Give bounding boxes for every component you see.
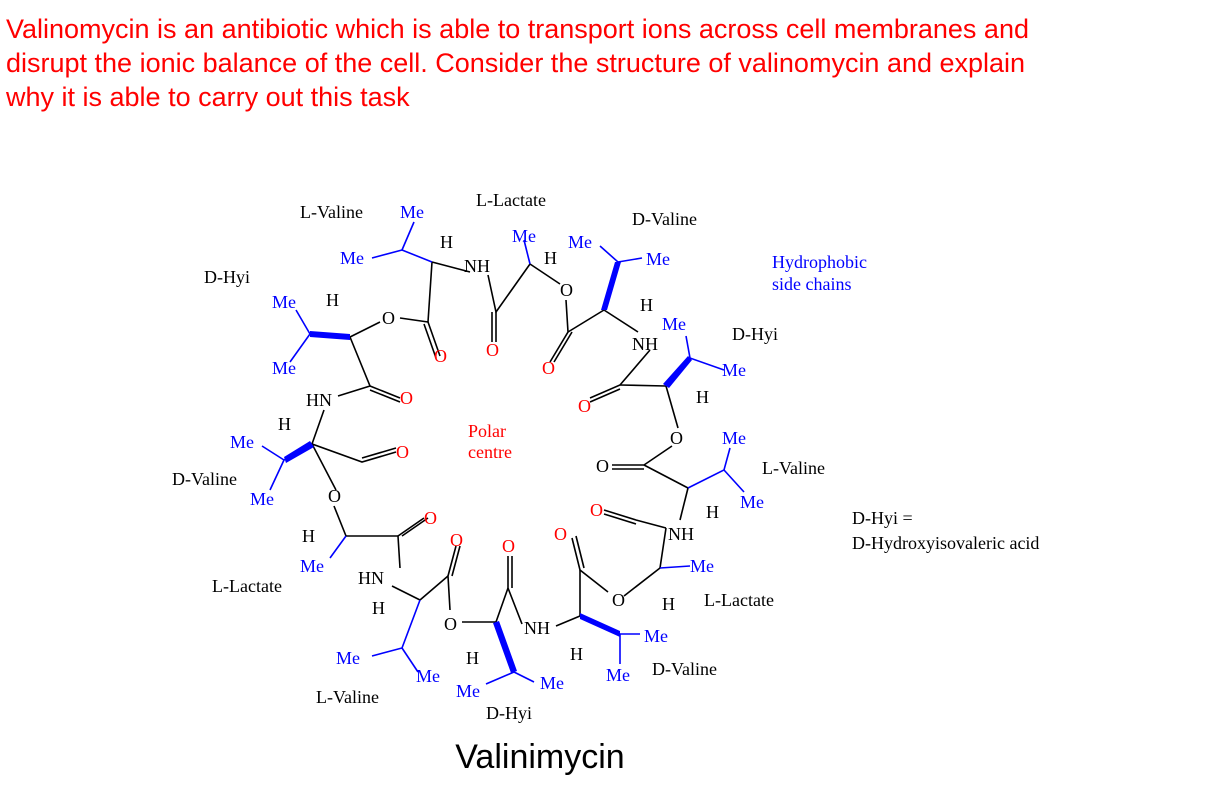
nh-label: NH: [464, 256, 490, 276]
carbonyl-oxygen-label: O: [502, 536, 515, 556]
question-line-2: disrupt the ionic balance of the cell. C…: [6, 48, 1026, 78]
hydrogen-labels: H H H H H H H H H H H H: [278, 232, 719, 668]
question-text: Valinomycin is an antibiotic which is ab…: [6, 12, 1222, 114]
hydrogen-label: H: [706, 502, 719, 522]
nh-label: NH: [524, 618, 550, 638]
carbonyl-oxygen-label: O: [590, 500, 603, 520]
backbone-bonds: [310, 261, 689, 627]
side-chain-bonds: [261, 221, 745, 685]
hydrogen-label: H: [570, 644, 583, 664]
methyl-label: Me: [456, 681, 480, 701]
carbonyl-oxygen-label: O: [554, 524, 567, 544]
definition-line-2: D-Hydroxyisovaleric acid: [852, 533, 1039, 553]
carbonyl-oxygen-label: O: [578, 396, 591, 416]
hydrogen-label: H: [466, 648, 479, 668]
methyl-label: Me: [540, 673, 564, 693]
methyl-label: Me: [722, 360, 746, 380]
residue-label-d-hyi-left: D-Hyi: [204, 267, 250, 287]
residue-label-l-valine-bottom: L-Valine: [316, 687, 379, 707]
ester-oxygen-label: O: [560, 280, 573, 300]
residue-label-d-valine-left: D-Valine: [172, 469, 237, 489]
methyl-label: Me: [400, 202, 424, 222]
hn-label: HN: [358, 568, 384, 588]
question-line-3: why it is able to carry out this task: [6, 82, 410, 112]
methyl-label: Me: [690, 556, 714, 576]
nh-label: NH: [632, 334, 658, 354]
hydrophobic-note-line-1: Hydrophobic: [772, 252, 867, 272]
carbonyl-oxygen-label: O: [396, 442, 409, 462]
methyl-label: Me: [722, 428, 746, 448]
methyl-label: Me: [230, 432, 254, 452]
ester-oxygen-label: O: [444, 614, 457, 634]
methyl-label: Me: [300, 556, 324, 576]
methyl-label: Me: [416, 666, 440, 686]
carbonyl-oxygen-label: O: [424, 508, 437, 528]
residue-label-l-valine-top: L-Valine: [300, 202, 363, 222]
methyl-label: Me: [646, 249, 670, 269]
hydrogen-label: H: [662, 594, 675, 614]
residue-label-d-valine-top: D-Valine: [632, 209, 697, 229]
carbonyl-oxygen-label: O: [596, 456, 609, 476]
hn-label: HN: [306, 390, 332, 410]
hydrophobic-note-line-2: side chains: [772, 274, 851, 294]
question-line-1: Valinomycin is an antibiotic which is ab…: [6, 14, 1029, 44]
methyl-label: Me: [644, 626, 668, 646]
hydrogen-label: H: [440, 232, 453, 252]
ester-oxygen-label: O: [382, 308, 395, 328]
ester-oxygen-label: O: [670, 428, 683, 448]
hydrogen-label: H: [696, 387, 709, 407]
carbonyl-oxygen-label: O: [400, 388, 413, 408]
methyl-label: Me: [568, 232, 592, 252]
residue-label-l-valine-right: L-Valine: [762, 458, 825, 478]
annotations: Hydrophobic side chains Polar centre D-H…: [468, 252, 1039, 553]
polar-centre-line-2: centre: [468, 442, 512, 462]
hydrogen-label: H: [302, 526, 315, 546]
methyl-label: Me: [272, 358, 296, 378]
methyl-labels: Me Me Me Me Me Me Me Me Me Me Me Me Me M…: [230, 202, 764, 701]
residue-label-l-lactate-right: L-Lactate: [704, 590, 774, 610]
methyl-label: Me: [250, 489, 274, 509]
definition-line-1: D-Hyi =: [852, 508, 913, 528]
residue-label-d-hyi-right: D-Hyi: [732, 324, 778, 344]
carbonyl-oxygen-label: O: [542, 358, 555, 378]
carbonyl-oxygen-label: O: [434, 346, 447, 366]
methyl-label: Me: [336, 648, 360, 668]
hydrogen-label: H: [326, 290, 339, 310]
methyl-label: Me: [606, 665, 630, 685]
ester-oxygen-label: O: [328, 486, 341, 506]
residue-label-l-lactate-left: L-Lactate: [212, 576, 282, 596]
methyl-label: Me: [512, 226, 536, 246]
molecule-caption: Valinimycin: [455, 738, 625, 776]
methyl-label: Me: [272, 292, 296, 312]
residue-label-l-lactate-top: L-Lactate: [476, 190, 546, 210]
methyl-label: Me: [662, 314, 686, 334]
carbonyl-oxygen-label: O: [450, 530, 463, 550]
oxygen-labels: O O O O O O O O O O O O O O O O O O: [328, 280, 683, 634]
methyl-label: Me: [740, 492, 764, 512]
amide-nitrogen-labels: NH NH HN NH HN NH: [306, 256, 694, 638]
ester-oxygen-label: O: [612, 590, 625, 610]
hydrogen-label: H: [372, 598, 385, 618]
carbonyl-oxygen-label: O: [486, 340, 499, 360]
nh-label: NH: [668, 524, 694, 544]
polar-centre-line-1: Polar: [468, 421, 506, 441]
hydrogen-label: H: [544, 248, 557, 268]
residue-labels: L-Valine L-Lactate D-Valine D-Hyi D-Hyi …: [172, 190, 825, 723]
hydrogen-label: H: [640, 295, 653, 315]
residue-label-d-hyi-bottom: D-Hyi: [486, 703, 532, 723]
methyl-label: Me: [340, 248, 364, 268]
hydrogen-label: H: [278, 414, 291, 434]
residue-label-d-valine-bottom: D-Valine: [652, 659, 717, 679]
